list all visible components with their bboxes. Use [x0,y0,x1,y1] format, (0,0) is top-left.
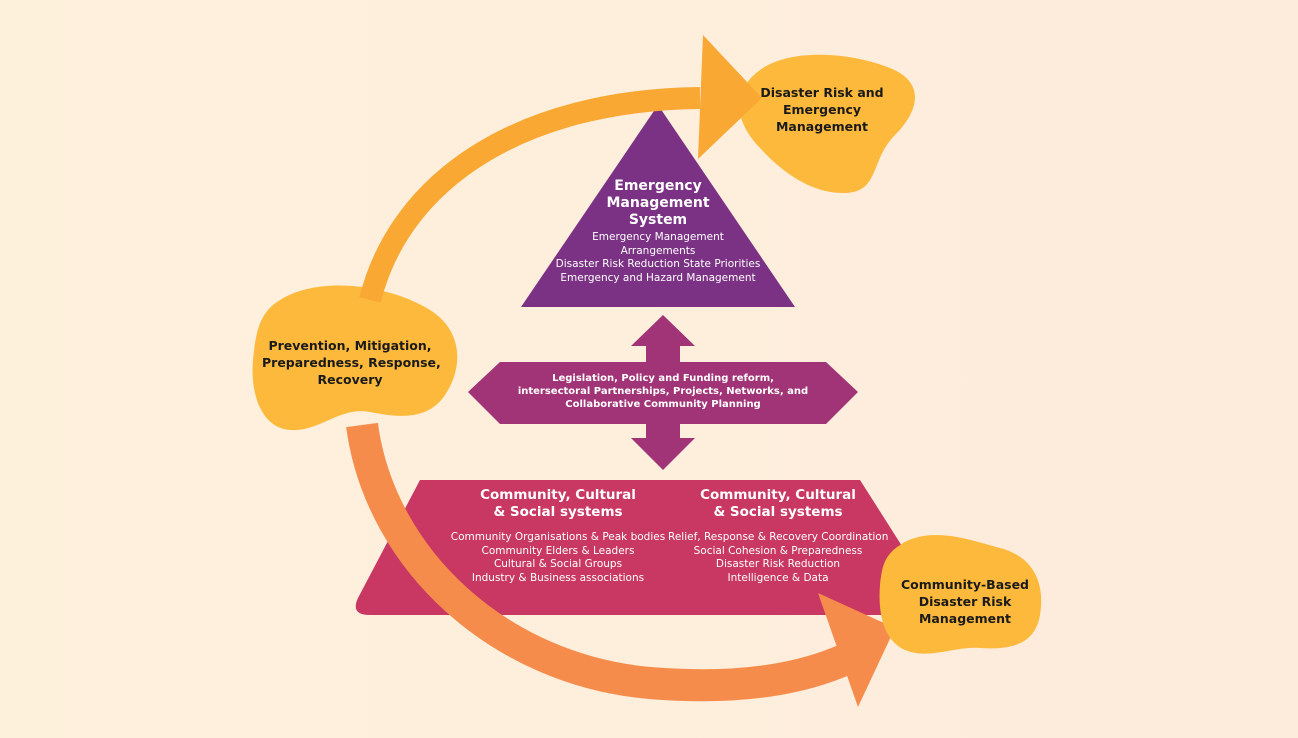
trapezoid-left-item: Industry & Business associations [471,571,645,584]
trapezoid-left-column: Community, Cultural & Social systems Com… [448,487,668,585]
lower-cycle-arrowhead [818,593,895,707]
trapezoid-left-items: Community Organisations & Peak bodies Co… [448,531,668,585]
blob-left-line: Recovery [317,372,383,387]
triangle-label: Emergency Management System Emergency Ma… [538,178,778,285]
blob-left-line: Preparedness, Response, [262,355,441,370]
cross-arrow-line: Legislation, Policy and Funding reform, [552,373,774,384]
upper-cycle-arrowhead [698,35,762,159]
trapezoid-right-column: Community, Cultural & Social systems Rel… [668,487,888,585]
trapezoid-right-items: Relief, Response & Recovery Coordination… [668,531,888,585]
cross-arrow-label: Legislation, Policy and Funding reform, … [503,372,823,411]
trapezoid-right-title-line: & Social systems [713,504,843,520]
blob-top-right-line: Management [775,119,868,134]
triangle-title-line: Emergency [614,178,702,194]
triangle-title: Emergency Management System [538,178,778,229]
lower-cycle-arrow-body [346,422,862,702]
trapezoid-right-item: Disaster Risk Reduction [715,558,841,570]
triangle-items: Emergency Management Arrangements Disast… [538,231,778,285]
upper-cycle-arrow-body [359,87,701,303]
cross-arrow-line: Collaborative Community Planning [565,399,761,410]
triangle-title-line: Management [606,195,710,211]
trapezoid-left-title-line: & Social systems [493,504,623,520]
triangle-title-line: System [628,212,688,228]
blob-bottom-right-line: Disaster Risk [918,594,1012,609]
community-systems-trapezoid [355,480,930,615]
blob-bottom-right-line: Management [918,611,1011,626]
trapezoid-left-item: Cultural & Social Groups [493,558,623,570]
trapezoid-left-item: Community Organisations & Peak bodies [450,531,666,543]
blob-left-label: Prevention, Mitigation, Preparedness, Re… [262,337,441,388]
triangle-item: Disaster Risk Reduction State Priorities [555,258,761,270]
blob-disaster-risk-emergency-management [739,54,915,194]
trapezoid-left-title: Community, Cultural & Social systems [448,487,668,521]
emergency-management-triangle [521,105,795,307]
blob-community-based-drm [879,535,1042,654]
trapezoid-left-item: Community Elders & Leaders [481,544,635,557]
trapezoid-left-title-line: Community, Cultural [480,487,636,503]
blob-top-right-line: Disaster Risk and [760,85,884,100]
triangle-item: Emergency Management [592,231,724,243]
blob-top-right-line: Emergency [782,102,862,117]
triangle-item: Emergency and Hazard Management [560,271,756,284]
trapezoid-right-title: Community, Cultural & Social systems [668,487,888,521]
triangle-item: Arrangements [620,244,696,257]
cross-arrow-line: intersectoral Partnerships, Projects, Ne… [517,386,809,397]
trapezoid-right-item: Relief, Response & Recovery Coordination [668,531,889,543]
trapezoid-right-item: Social Cohesion & Preparedness [693,544,863,557]
blob-prevention-recovery [252,285,458,431]
blob-left-line: Prevention, Mitigation, [268,338,432,353]
blob-bottom-right-label: Community-Based Disaster Risk Management [890,576,1040,627]
four-way-arrow [468,315,858,470]
blob-top-right-label: Disaster Risk and Emergency Management [752,84,892,135]
trapezoid-right-item: Intelligence & Data [727,571,829,584]
blob-bottom-right-line: Community-Based [900,577,1030,592]
trapezoid-right-title-line: Community, Cultural [700,487,856,503]
